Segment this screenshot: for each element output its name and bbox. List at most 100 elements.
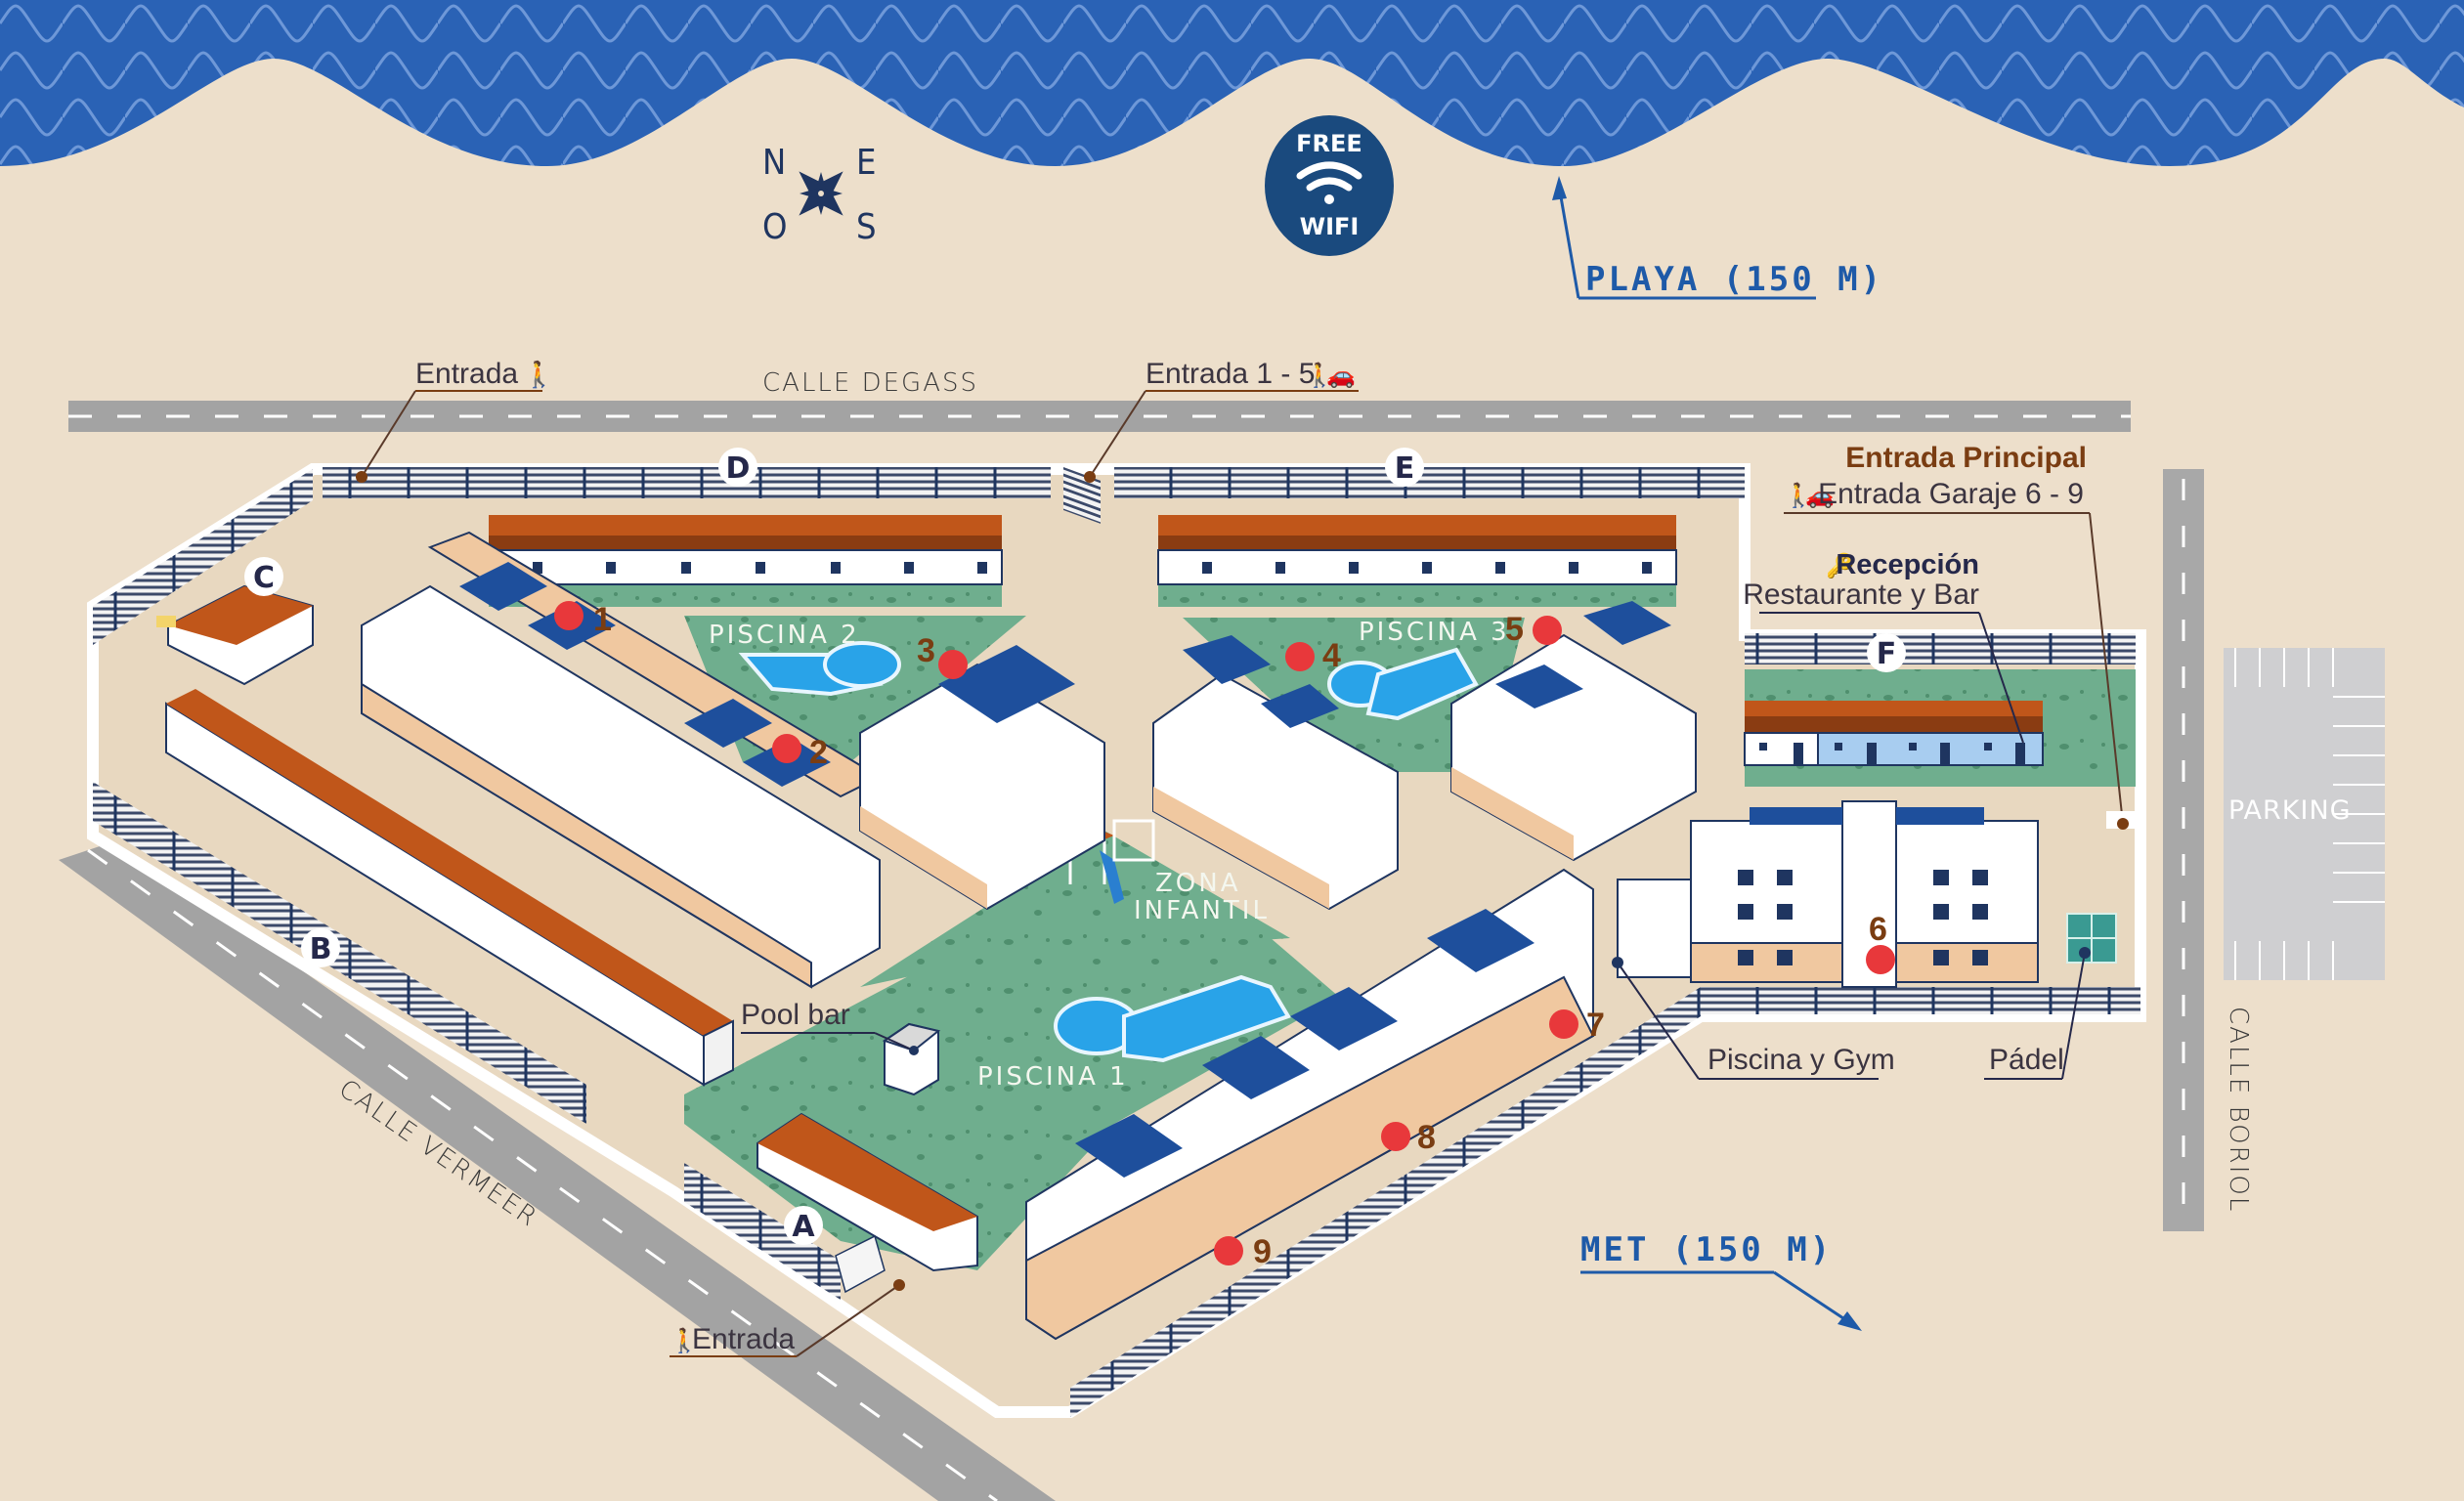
kids-zone-line2: INFANTIL: [1134, 896, 1270, 925]
entrance-pedestrian-bottom[interactable]: 🚶 Entrada: [670, 1279, 905, 1357]
building-marker-6[interactable]: 6: [1866, 911, 1895, 974]
fence-left-diagonal: [93, 469, 313, 645]
pedestrian-icon: 🚶: [670, 1327, 699, 1354]
arrow-up-icon: [1552, 176, 1567, 200]
location-pin-icon: [1549, 1009, 1578, 1039]
fence-bottom-diagonal: [1070, 987, 1701, 1417]
compass-east: E: [856, 143, 876, 183]
pool-gym-callout[interactable]: Piscina y Gym: [1612, 957, 1895, 1080]
building-number-4: 4: [1322, 637, 1341, 674]
compass: N E O S: [762, 143, 877, 247]
main-entrance[interactable]: Entrada Principal 🚶 🚗 Entrada Garaje 6 -…: [1784, 442, 2140, 830]
pedestrian-icon: 🚶: [1305, 362, 1334, 389]
beach-distance-label: PLAYA (150 M): [1585, 260, 1883, 299]
garden-zona-infantil: [860, 831, 1290, 987]
location-pin-icon: [554, 601, 584, 630]
street-calle-degass: CALLE DEGASS: [762, 368, 978, 398]
building-marker-2[interactable]: 2: [772, 734, 828, 771]
entrance-pedestrian-bottom-label: Entrada: [692, 1323, 795, 1355]
fence-bottom-right: [1701, 987, 2140, 1014]
block-letter-d: D: [726, 451, 751, 486]
wifi-bottom-text: WIFI: [1300, 213, 1360, 240]
building-number-8: 8: [1417, 1119, 1436, 1156]
location-pin-icon: [772, 734, 801, 763]
row-houses-f: [1744, 701, 2044, 766]
pool-label-2: PISCINA 2: [709, 621, 860, 650]
building-marker-8[interactable]: 8: [1381, 1119, 1436, 1156]
block-letter-b: B: [310, 932, 332, 966]
location-pin-icon: [1533, 616, 1562, 645]
apartment-block-7-9: [1025, 868, 1595, 1341]
pool-bar-kiosk: [882, 1022, 941, 1096]
building-marker-1[interactable]: 1: [554, 601, 612, 638]
playground: ZONA INFANTIL: [1065, 819, 1270, 925]
pool-2: [738, 641, 901, 697]
street-calle-boriol: CALLE BORIOL: [2224, 1007, 2253, 1213]
building-marker-5[interactable]: 5: [1505, 611, 1562, 648]
block-letter-e: E: [1395, 451, 1415, 486]
car-yellow: [156, 616, 176, 627]
block-badge-b[interactable]: B: [301, 928, 340, 967]
block-badge-e[interactable]: E: [1385, 448, 1424, 487]
padel-label: Pádel: [1989, 1044, 2064, 1076]
padel-callout[interactable]: Pádel: [1984, 947, 2091, 1080]
garage-entrance-label: Entrada Garaje 6 - 9: [1818, 478, 2084, 510]
entrance-pedestrian-top[interactable]: Entrada 🚶: [356, 358, 554, 483]
row-houses-b: [165, 689, 734, 1087]
location-pin-icon: [1285, 642, 1315, 671]
apartment-block-5: [1450, 601, 1697, 862]
fence-top-right: [1114, 467, 1745, 498]
building-number-7: 7: [1586, 1007, 1605, 1044]
apartment-block-3: [859, 645, 1105, 911]
road-calle-vermeer: [59, 840, 1056, 1501]
arrow-down-right-icon: [1837, 1311, 1862, 1331]
compass-south: S: [856, 207, 877, 247]
row-houses-a: [756, 1112, 978, 1272]
location-pin-icon: [1866, 945, 1895, 974]
building-number-1: 1: [593, 601, 612, 638]
entrance-pedestrian-top-label: Entrada: [415, 358, 518, 390]
building-number-6: 6: [1869, 911, 1887, 948]
wifi-top-text: FREE: [1296, 130, 1362, 157]
parking-label: PARKING: [2228, 795, 2352, 826]
block-badge-f[interactable]: F: [1867, 633, 1906, 672]
reception-title: Recepción: [1836, 549, 1979, 580]
building-number-3: 3: [917, 632, 935, 669]
block-badge-a[interactable]: A: [784, 1206, 823, 1245]
block-badge-d[interactable]: D: [718, 448, 757, 487]
row-houses-d: [488, 515, 1003, 585]
reception[interactable]: 🔑 Recepción Restaurante y Bar: [1743, 549, 2024, 744]
fence-a-diagonal: [684, 1163, 841, 1300]
block-letter-f: F: [1877, 637, 1897, 671]
block-letter-c: C: [253, 561, 275, 595]
fence-f: [1745, 633, 2136, 665]
met-distance-callout: MET (150 M): [1580, 1230, 1862, 1331]
location-pin-icon: [938, 650, 968, 679]
car-icon: 🚗: [1326, 363, 1356, 389]
garden-e-strip: [1158, 581, 1676, 607]
wifi-icon: [1296, 161, 1362, 204]
apartment-block-4: [1152, 635, 1399, 911]
pool-bar-callout[interactable]: Pool bar: [741, 999, 919, 1055]
free-wifi-badge: FREE WIFI: [1265, 115, 1394, 256]
entrance-1-5[interactable]: Entrada 1 - 5 🚶 🚗: [1084, 358, 1359, 483]
pool-gym-building: [1617, 879, 1692, 978]
block-badge-c[interactable]: C: [244, 557, 283, 596]
building-marker-9[interactable]: 9: [1214, 1233, 1272, 1270]
compass-rose-icon: [799, 171, 843, 216]
pool-3: [1327, 647, 1479, 721]
pool-gym-label: Piscina y Gym: [1708, 1044, 1895, 1076]
building-marker-3[interactable]: 3: [917, 632, 968, 679]
building-marker-4[interactable]: 4: [1285, 637, 1341, 674]
fence-top-left: [323, 467, 1051, 498]
row-houses-c: [156, 584, 314, 686]
pool-bar-label: Pool bar: [741, 999, 850, 1031]
main-entrance-title: Entrada Principal: [1845, 442, 2087, 474]
compass-north: N: [762, 143, 786, 183]
block-letter-a: A: [792, 1210, 815, 1244]
beach-distance-callout: PLAYA (150 M): [1552, 176, 1883, 300]
fence-b-diagonal: [93, 782, 586, 1124]
building-marker-7[interactable]: 7: [1549, 1007, 1605, 1044]
car-icon: 🚗: [1805, 483, 1835, 509]
